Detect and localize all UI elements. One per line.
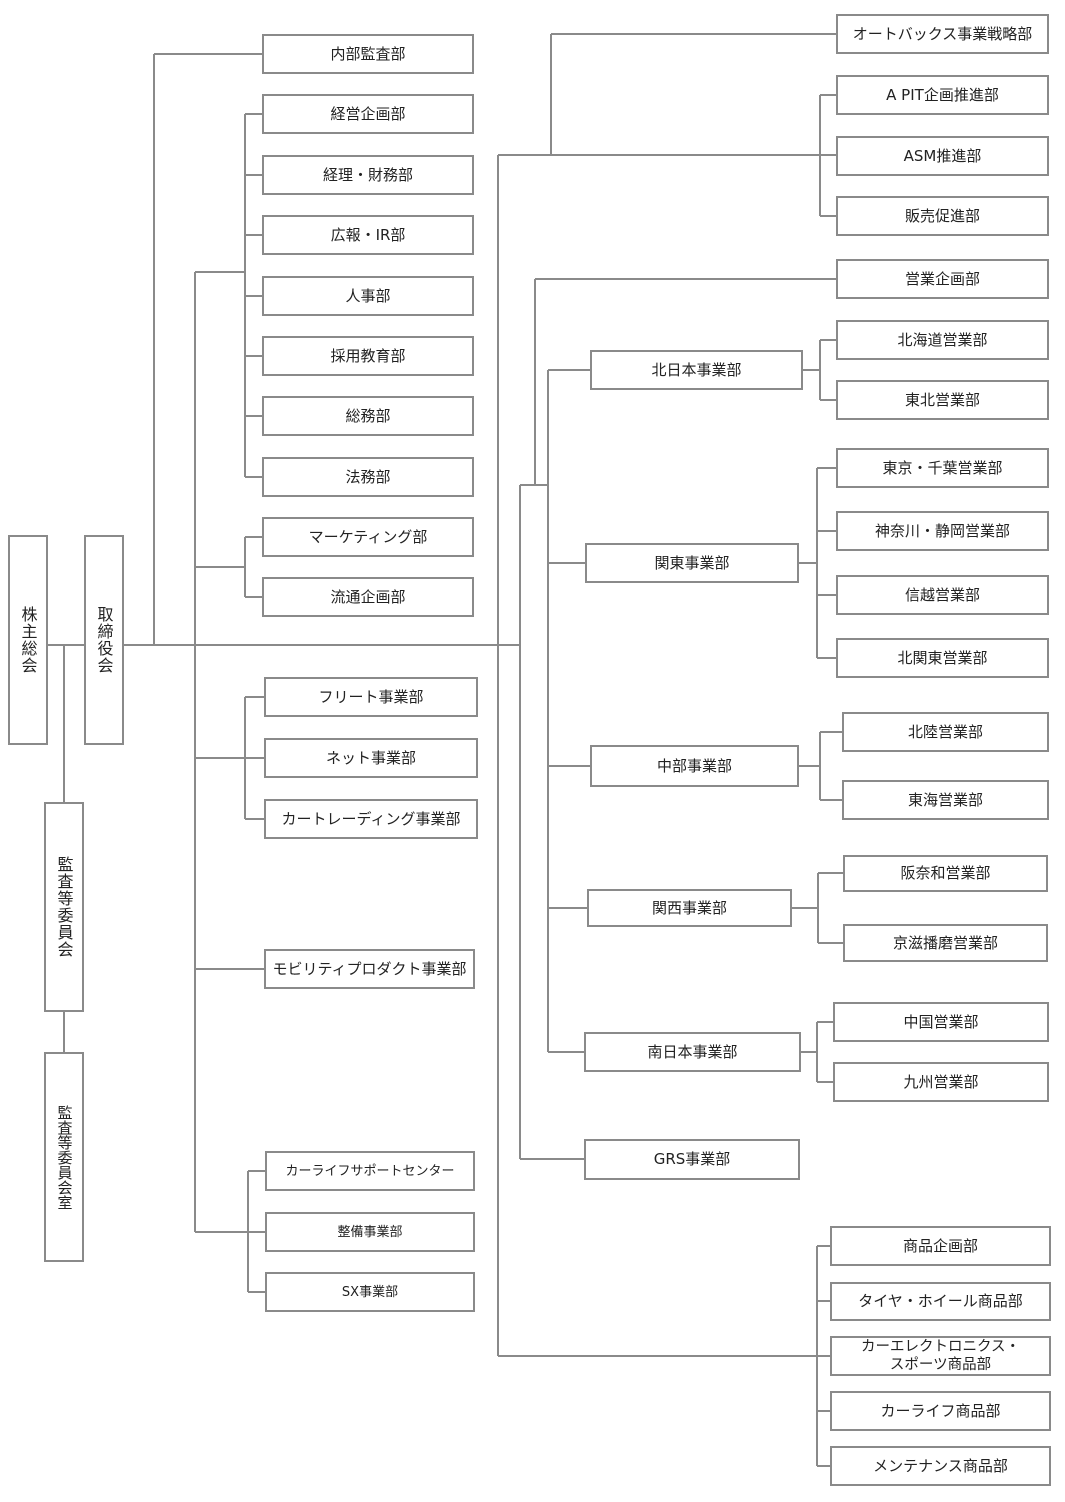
- unit-box-2-1: 東京・千葉営業部: [836, 448, 1049, 488]
- unit-box-1-1: 北海道営業部: [836, 320, 1049, 360]
- unit-box-4-1: 阪奈和営業部: [843, 855, 1048, 892]
- strategy-box: オートバックス事業戦略部: [836, 14, 1049, 54]
- corp-box-7: 法務部: [262, 457, 474, 497]
- audit-committee-box: 監査等委員会: [44, 802, 84, 1012]
- unit-box-3-1: 北陸営業部: [842, 712, 1049, 752]
- unit-box-3-2: 東海営業部: [842, 780, 1049, 820]
- carlife-box-1: カーライフサポートセンター: [265, 1151, 475, 1191]
- unit-box-2-2: 神奈川・静岡営業部: [836, 511, 1049, 551]
- unit-box-2-4: 北関東営業部: [836, 638, 1049, 678]
- region-box-3: 中部事業部: [590, 745, 799, 787]
- marketing-box-1: マーケティング部: [262, 517, 474, 557]
- business-box-3: カートレーディング事業部: [264, 799, 478, 839]
- corp-box-2: 経理・財務部: [262, 155, 474, 195]
- shareholders-box: 株主総会: [8, 535, 48, 745]
- region-box-2: 関東事業部: [585, 543, 799, 583]
- unit-box-5-2: 九州営業部: [833, 1062, 1049, 1102]
- product-box-5: メンテナンス商品部: [830, 1446, 1051, 1486]
- region-box-5: 南日本事業部: [584, 1032, 801, 1072]
- unit-box-4-2: 京滋播磨営業部: [843, 924, 1048, 962]
- product-box-4: カーライフ商品部: [830, 1391, 1051, 1431]
- product-box-3: カーエレクトロニクス・スポーツ商品部: [830, 1336, 1051, 1376]
- apit-box-2: ASM推進部: [836, 136, 1049, 176]
- carlife-box-2: 整備事業部: [265, 1212, 475, 1252]
- audit-committee-office-box: 監査等委員会室: [44, 1052, 84, 1262]
- sales-planning-box: 営業企画部: [836, 259, 1049, 299]
- mobility-box: モビリティプロダクト事業部: [264, 949, 475, 989]
- grs-box: GRS事業部: [584, 1139, 800, 1180]
- business-box-2: ネット事業部: [264, 738, 478, 778]
- unit-box-2-3: 信越営業部: [836, 575, 1049, 615]
- product-box-1: 商品企画部: [830, 1226, 1051, 1266]
- region-box-4: 関西事業部: [587, 889, 792, 927]
- apit-box-1: A PIT企画推進部: [836, 75, 1049, 115]
- corp-box-5: 採用教育部: [262, 336, 474, 376]
- corp-box-6: 総務部: [262, 396, 474, 436]
- internal-audit-box: 内部監査部: [262, 34, 474, 74]
- corp-box-4: 人事部: [262, 276, 474, 316]
- business-box-1: フリート事業部: [264, 677, 478, 717]
- marketing-box-2: 流通企画部: [262, 577, 474, 617]
- region-box-1: 北日本事業部: [590, 350, 803, 390]
- apit-box-3: 販売促進部: [836, 196, 1049, 236]
- carlife-box-3: SX事業部: [265, 1272, 475, 1312]
- unit-box-5-1: 中国営業部: [833, 1002, 1049, 1042]
- board-box: 取締役会: [84, 535, 124, 745]
- product-box-3-label: カーエレクトロニクス・スポーツ商品部: [860, 1339, 1021, 1373]
- corp-box-1: 経営企画部: [262, 94, 474, 134]
- unit-box-1-2: 東北営業部: [836, 380, 1049, 420]
- corp-box-3: 広報・IR部: [262, 215, 474, 255]
- product-box-2: タイヤ・ホイール商品部: [830, 1282, 1051, 1321]
